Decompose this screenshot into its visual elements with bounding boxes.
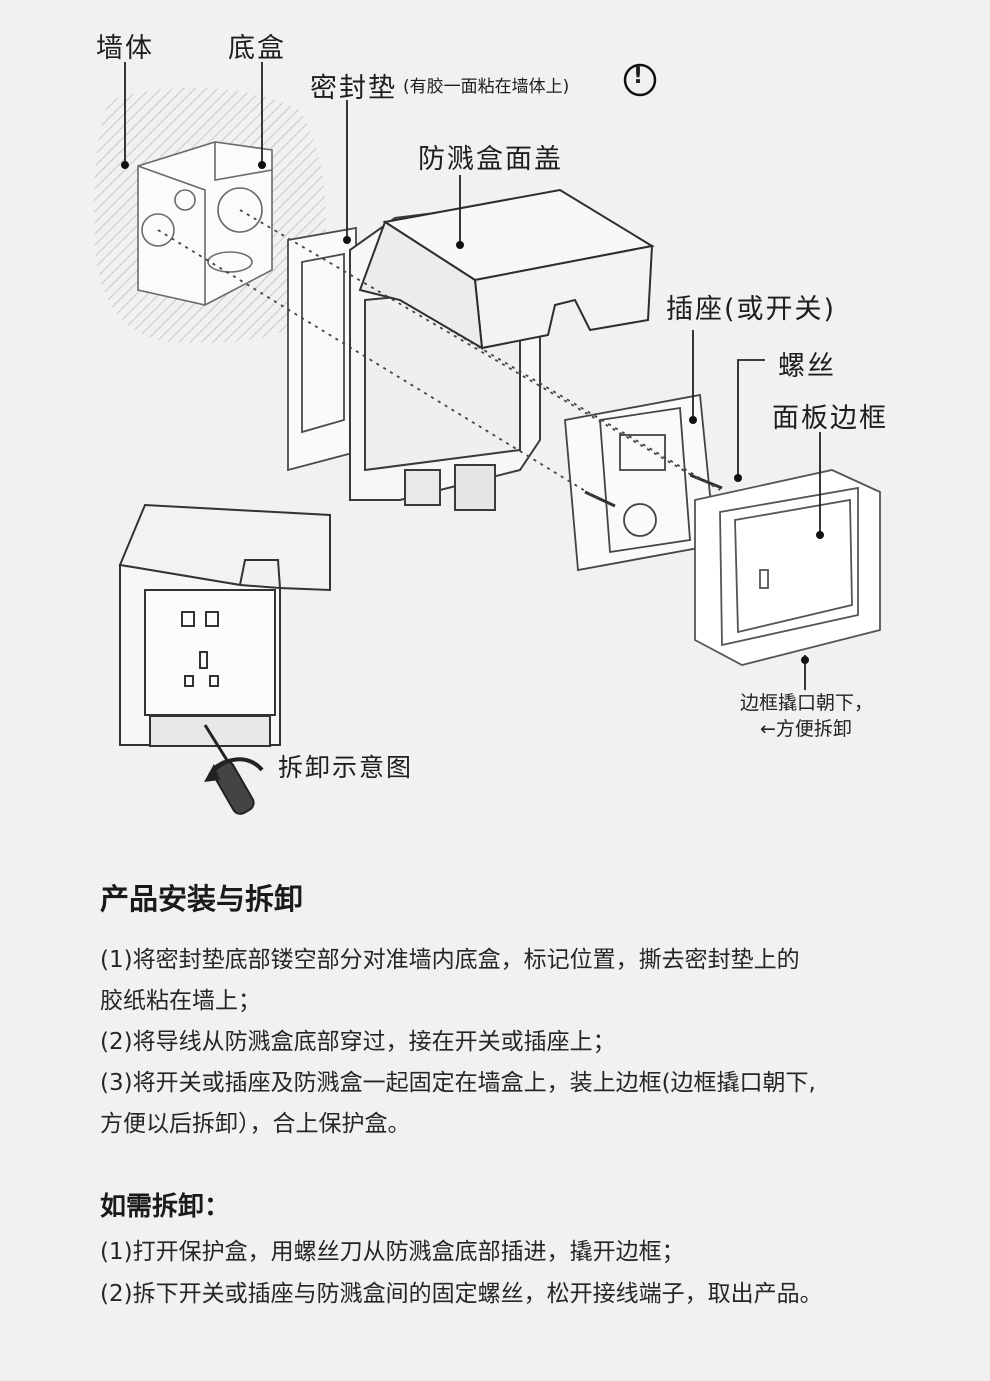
warning-icon: ! [633,64,646,89]
label-screw: 螺丝 [778,351,836,382]
gasket-drawing [287,226,357,472]
label-wall: 墙体 [96,33,154,64]
frame-note-line1: 边框撬口朝下， [740,692,874,714]
assembled-view-drawing [118,503,331,747]
frame-drawing [694,469,881,666]
install-line-2: 胶纸粘在墙上； [100,988,261,1014]
diagram-illustration [93,62,881,815]
removal-line-1: (1)打开保护盒，用螺丝刀从防溅盒底部插进，撬开边框； [100,1239,685,1265]
cover-drawing [358,188,655,350]
label-gasket-note: (有胶一面粘在墙体上) [403,77,570,97]
install-line-4: (3)将开关或插座及防溅盒一起固定在墙盒上，装上边框(边框撬口朝下, [100,1070,816,1096]
leader-lines [124,62,821,690]
leader-dots [121,161,824,664]
screwdriver-drawing [203,724,255,815]
removal-line-2: (2)拆下开关或插座与防溅盒间的固定螺丝，松开接线端子，取出产品。 [100,1281,823,1307]
label-cover: 防溅盒面盖 [418,144,563,175]
instructions-section: 产品安装与拆卸 (1)将密封垫底部镂空部分对准墙内底盒，标记位置，撕去密封垫上的… [0,840,990,1381]
install-title: 产品安装与拆卸 [100,882,304,916]
removal-title: 如需拆卸： [100,1192,231,1222]
exploded-view-diagram: 墙体 底盒 密封垫 (有胶一面粘在墙体上) ! 防溅盒面盖 插座(或开关) 螺丝… [93,33,888,815]
install-line-3: (2)将导线从防溅盒底部穿过，接在开关或插座上； [100,1029,616,1055]
bottom-box-drawing [137,141,273,306]
label-disassembly-diagram: 拆卸示意图 [278,753,414,782]
label-gasket: 密封垫 [310,73,397,104]
guide-lines [157,209,721,501]
label-bottom-box: 底盒 [228,33,286,64]
warning-circle [623,63,657,97]
install-line-1: (1)将密封垫底部镂空部分对准墙内底盒，标记位置，撕去密封垫上的 [100,947,800,973]
label-frame: 面板边框 [772,403,888,434]
install-line-5: 方便以后拆卸），合上保护盒。 [100,1111,411,1137]
label-socket: 插座(或开关) [666,294,837,325]
frame-note-line2: ←方便拆卸 [760,718,852,740]
